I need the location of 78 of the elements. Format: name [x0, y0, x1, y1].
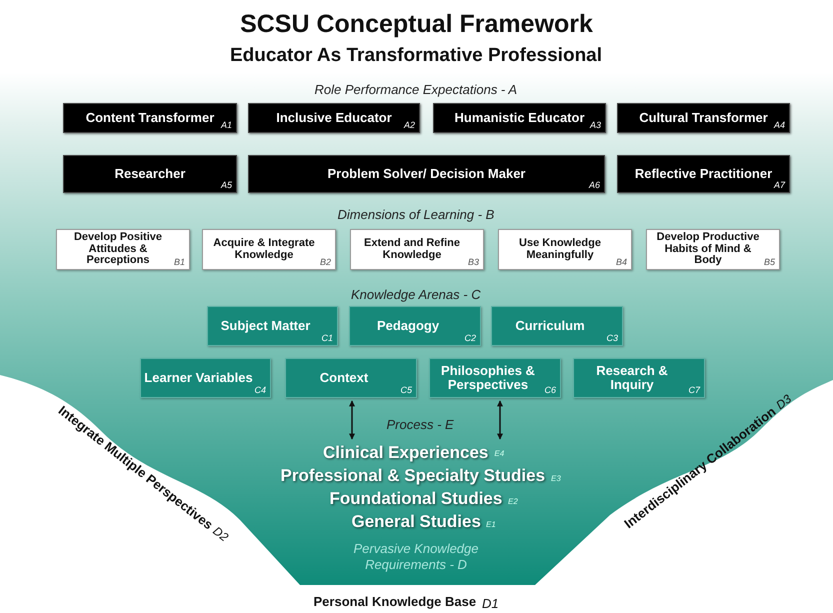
section-heading: Role Performance Expectations - A	[314, 82, 518, 97]
dimension-box	[646, 229, 780, 270]
index-code: D2	[210, 524, 232, 544]
index-code: E1	[486, 520, 496, 528]
index-code: B5	[764, 257, 775, 267]
box-label: Philosophies & Perspectives	[440, 364, 536, 392]
arena-box	[140, 358, 271, 398]
index-code: E4	[494, 448, 504, 458]
arena-box	[207, 306, 338, 346]
box-label: Humanistic Educator	[454, 111, 585, 125]
index-code: B1	[174, 257, 185, 267]
box-label: Develop Positive Attitudes & Perceptions	[72, 232, 164, 267]
index-code: A4	[774, 120, 785, 130]
role-box	[433, 103, 606, 133]
section-heading: Dimensions of Learning - B	[338, 207, 494, 222]
base-label: Personal Knowledge Base	[314, 594, 476, 609]
box-label: Acquire & Integrate Knowledge	[212, 238, 316, 262]
index-code: C7	[688, 385, 700, 395]
box-label: Inclusive Educator	[276, 111, 392, 125]
section-heading: Process - E	[386, 417, 454, 432]
role-box	[248, 103, 420, 133]
box-label: Researcher	[114, 167, 186, 181]
box-label: Learner Variables	[144, 371, 253, 385]
index-code: C6	[544, 385, 556, 395]
index-code: C1	[321, 333, 333, 343]
double-arrow	[497, 400, 503, 440]
box-label: Pedagogy	[376, 319, 440, 333]
section-heading: Knowledge Arenas - C	[351, 287, 481, 302]
process-note: Pervasive Knowledge Requirements - D	[352, 541, 480, 572]
role-box	[617, 103, 790, 133]
index-code: B2	[320, 257, 331, 267]
index-code: C5	[400, 385, 412, 395]
index-code: D3	[774, 392, 794, 412]
index-code: E2	[508, 496, 518, 506]
process-text: Professional & Specialty Studies	[280, 466, 546, 486]
index-code: A3	[590, 120, 601, 130]
role-box	[63, 155, 237, 193]
dimension-box	[498, 229, 632, 270]
index-code: A6	[588, 180, 600, 190]
role-box	[63, 103, 237, 133]
arena-box	[285, 358, 417, 398]
dimension-box	[202, 229, 336, 270]
box-label: Develop Productive Habits of Mind & Body	[656, 232, 760, 267]
dimension-box	[56, 229, 190, 270]
box-label: Cultural Transformer	[639, 111, 768, 125]
box-label: Research & Inquiry	[595, 364, 669, 392]
index-code: B3	[468, 257, 479, 267]
index-code: A2	[404, 120, 415, 130]
box-label: Content Transformer	[86, 111, 214, 125]
title: SCSU Conceptual Framework	[239, 10, 594, 39]
arena-box	[491, 306, 623, 346]
arena-box	[429, 358, 561, 398]
index-code: A7	[774, 180, 785, 190]
double-arrow	[349, 400, 355, 440]
process-text: Foundational Studies	[330, 489, 502, 509]
box-label: Context	[320, 371, 368, 385]
index-code: B4	[616, 257, 627, 267]
subtitle: Educator As Transformative Professional	[230, 45, 602, 67]
process-text: General Studies	[352, 512, 481, 532]
index-code: C3	[606, 333, 618, 343]
dimension-box	[350, 229, 484, 270]
box-label: Use Knowledge Meaningfully	[518, 238, 602, 262]
box-label: Reflective Practitioner	[634, 167, 772, 181]
box-label: Clinical Experiences	[323, 444, 488, 462]
arena-box	[349, 306, 481, 346]
index-code: D1	[482, 596, 499, 611]
box-label: Extend and Refine Knowledge	[363, 238, 461, 262]
index-code: C4	[254, 385, 266, 395]
box-label: Problem Solver/ Decision Maker	[328, 167, 526, 181]
arena-box	[573, 358, 705, 398]
role-box	[617, 155, 790, 193]
box-label: Subject Matter	[220, 319, 310, 333]
index-code: A5	[220, 180, 232, 190]
box-label: Curriculum	[515, 319, 585, 333]
index-code: E3	[551, 474, 561, 482]
index-code: C2	[464, 333, 476, 343]
index-code: A1	[220, 120, 232, 130]
role-box	[248, 155, 605, 193]
